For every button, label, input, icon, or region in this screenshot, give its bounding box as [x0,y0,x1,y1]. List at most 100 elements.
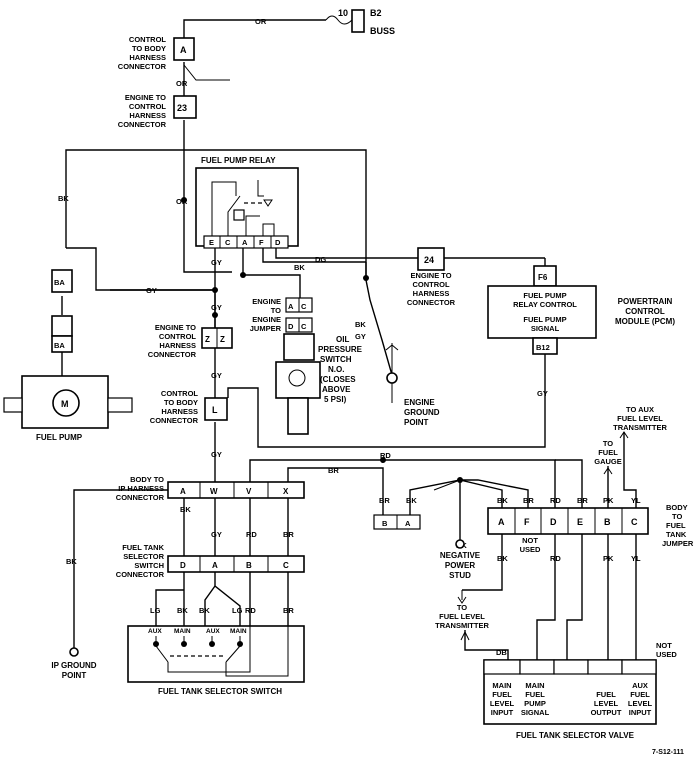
svg-text:CONTROL: CONTROL [129,102,166,111]
svg-text:MAIN: MAIN [230,628,247,635]
svg-text:M: M [61,399,69,409]
svg-text:ENGINE: ENGINE [404,398,435,407]
svg-text:TRANSMITTER: TRANSMITTER [435,621,489,630]
oil-pressure-switch: OIL PRESSURE SWITCH N.O. (CLOSES ABOVE 5… [275,333,363,435]
svg-text:AUX: AUX [148,628,162,635]
svg-text:23: 23 [177,103,187,113]
svg-text:CONTROL: CONTROL [161,389,198,398]
svg-text:BK: BK [497,554,508,563]
svg-text:C: C [283,561,289,570]
svg-text:D: D [180,561,186,570]
reference-code: 7-S12-111 [652,749,684,756]
connector-ba: B A [373,514,421,530]
engine-jumper: A C ENGINE TO ENGINE JUMPER D C [250,297,313,333]
svg-text:GY: GY [537,389,548,398]
svg-text:RD: RD [245,606,256,615]
svg-text:FUEL LEVEL: FUEL LEVEL [617,414,663,423]
svg-text:DB: DB [496,648,507,657]
svg-text:BODY TO: BODY TO [130,475,164,484]
body-to-fuel-tank-jumper: BODY TO FUEL TANK JUMPER [662,503,694,548]
svg-text:MAIN: MAIN [174,628,191,635]
fuel-pump: BA BA M FUEL PUMP [3,269,133,442]
svg-text:D: D [550,517,557,527]
svg-text:PK: PK [603,496,614,505]
svg-text:BR: BR [379,496,390,505]
svg-text:IP GROUND: IP GROUND [51,661,96,670]
svg-text:X: X [283,487,289,496]
svg-text:BK: BK [294,263,305,272]
svg-text:LEVEL: LEVEL [628,699,653,708]
svg-text:AUX: AUX [206,628,220,635]
pcm-module: F6 FUEL PUMP RELAY CONTROL FUEL PUMP SIG… [487,265,675,355]
svg-text:CONTROL: CONTROL [129,35,166,44]
svg-text:YL: YL [631,496,641,505]
svg-text:GY: GY [355,332,366,341]
svg-text:FUEL PUMP: FUEL PUMP [523,291,566,300]
svg-text:SELECTOR: SELECTOR [123,552,164,561]
svg-text:RD: RD [550,496,561,505]
svg-text:BK: BK [177,606,188,615]
svg-text:24: 24 [424,255,434,265]
svg-text:F6: F6 [538,273,548,282]
svg-text:SWITCH: SWITCH [134,561,164,570]
svg-text:PK: PK [603,554,614,563]
svg-text:SWITCH: SWITCH [320,355,352,364]
splice-dots [181,197,463,483]
svg-text:RD: RD [550,554,561,563]
svg-text:POINT: POINT [404,418,429,427]
svg-text:A: A [180,45,187,55]
svg-text:CONNECTOR: CONNECTOR [116,493,165,502]
svg-text:HARNESS: HARNESS [159,341,196,350]
svg-text:V: V [246,487,252,496]
svg-text:CONNECTOR: CONNECTOR [116,570,165,579]
svg-text:TO BODY: TO BODY [132,44,166,53]
svg-text:10: 10 [338,8,348,18]
svg-text:C: C [631,517,638,527]
svg-text:B: B [246,561,252,570]
svg-text:TRANSMITTER: TRANSMITTER [613,423,667,432]
svg-text:BK: BK [497,496,508,505]
svg-text:GY: GY [211,530,222,539]
svg-text:C: C [301,302,307,311]
svg-text:ENGINE: ENGINE [252,297,281,306]
svg-text:OIL: OIL [336,335,349,344]
svg-text:F: F [259,238,264,247]
svg-text:GY: GY [211,371,222,380]
connector-zz: Z Z ENGINE TO CONTROL HARNESS CONNECTOR [148,323,233,359]
svg-text:TO BODY: TO BODY [164,398,198,407]
svg-text:D: D [275,238,281,247]
svg-text:SIGNAL: SIGNAL [531,324,560,333]
svg-text:5 PSI): 5 PSI) [324,395,347,404]
svg-text:POWER: POWER [445,561,475,570]
svg-text:(CLOSES: (CLOSES [320,375,356,384]
svg-text:AUX: AUX [632,681,648,690]
svg-text:PRESSURE: PRESSURE [318,345,363,354]
svg-text:CONNECTOR: CONNECTOR [118,62,167,71]
svg-text:FUEL: FUEL [666,521,686,530]
svg-text:GROUND: GROUND [404,408,440,417]
svg-text:BUSS: BUSS [370,26,395,36]
svg-text:B: B [382,519,388,528]
svg-text:CONTROL: CONTROL [159,332,196,341]
svg-text:INPUT: INPUT [629,708,652,717]
svg-text:NEGATIVE: NEGATIVE [440,551,481,560]
svg-text:CONNECTOR: CONNECTOR [407,298,456,307]
svg-text:FUEL: FUEL [492,690,512,699]
svg-text:IP HARNESS: IP HARNESS [118,484,164,493]
svg-text:A: A [288,302,294,311]
svg-text:B2: B2 [370,8,382,18]
to-fuel-level-transmitter: TO FUEL LEVEL TRANSMITTER [435,603,489,641]
svg-text:OR: OR [176,79,188,88]
svg-text:ABOVE: ABOVE [322,385,351,394]
svg-text:L: L [212,405,218,415]
svg-text:HARNESS: HARNESS [161,407,198,416]
svg-text:BK: BK [58,194,69,203]
svg-text:TO: TO [271,306,281,315]
svg-text:YL: YL [631,554,641,563]
negative-power-stud: NEGATIVE POWER STUD [440,539,481,604]
svg-text:Z: Z [205,335,210,344]
svg-text:LEVEL: LEVEL [594,699,619,708]
svg-text:USED: USED [656,650,677,659]
svg-text:LG: LG [232,606,243,615]
